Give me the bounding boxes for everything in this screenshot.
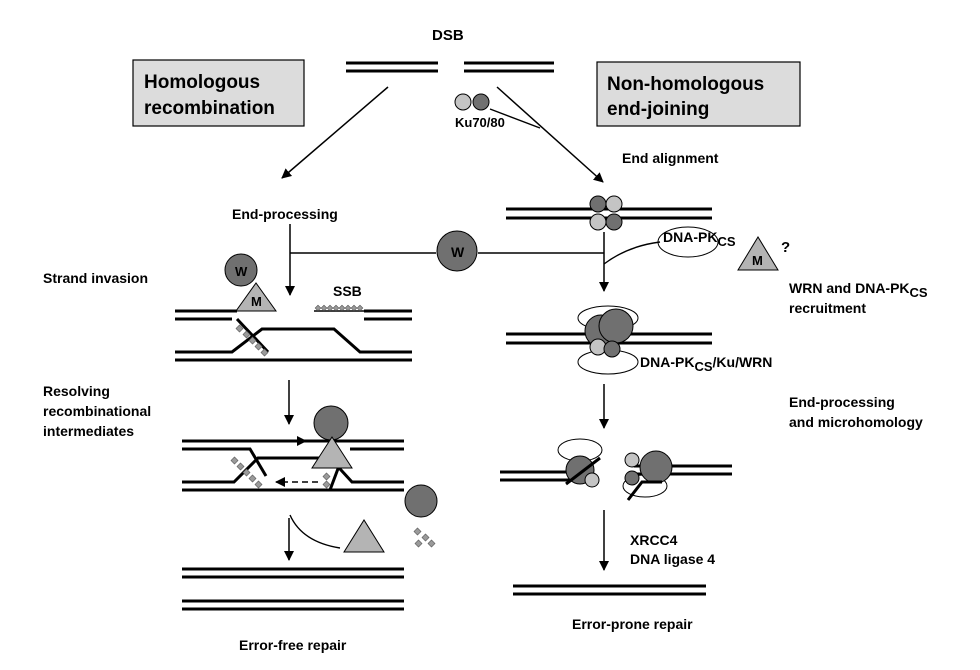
wrn-recruitment-label-2: recruitment bbox=[789, 300, 866, 316]
dsb-title: DSB bbox=[432, 27, 464, 44]
error-free-label: Error-free repair bbox=[239, 637, 347, 653]
dnapk-label: DNA-PKCS bbox=[663, 229, 736, 249]
ssb-proteins bbox=[314, 304, 364, 312]
wrn-center-letter: W bbox=[451, 244, 465, 260]
strand-invasion-label: Strand invasion bbox=[43, 270, 148, 286]
ligase-label: DNA ligase 4 bbox=[630, 551, 715, 567]
nhej-title-line1: Non-homologous bbox=[607, 74, 764, 95]
strand-invasion-dna bbox=[175, 309, 412, 362]
complex-label: DNA-PKCS/Ku/WRN bbox=[640, 354, 772, 374]
ku-label: Ku70/80 bbox=[455, 115, 505, 130]
microhomology-right-end bbox=[622, 450, 732, 501]
microhomology-left-end bbox=[500, 438, 603, 488]
arrow-to-nhej bbox=[496, 86, 604, 183]
arrow-to-hr bbox=[281, 86, 389, 179]
xrcc4-label: XRCC4 bbox=[630, 532, 678, 548]
question-mark: ? bbox=[781, 239, 790, 256]
ssb-on-junction bbox=[230, 456, 331, 489]
end-processing-label: End-processing bbox=[232, 206, 338, 222]
hr-title-line1: Homologous bbox=[144, 72, 260, 93]
mre11-nhej-letter: M bbox=[752, 253, 763, 268]
resolving-label-2: recombinational bbox=[43, 403, 151, 419]
endproc-micro-label-2: and microhomology bbox=[789, 414, 923, 430]
wrn-protein-center: W bbox=[436, 230, 478, 272]
ssb-label: SSB bbox=[333, 283, 362, 299]
nhej-pathway-box: Non-homologous end-joining bbox=[596, 61, 801, 127]
wrn-mre11-at-junction bbox=[311, 405, 353, 469]
aligned-dna-ku bbox=[506, 195, 712, 231]
hr-repaired-dna bbox=[182, 567, 404, 611]
hr-pathway-box: Homologous recombination bbox=[132, 59, 305, 127]
broken-dna-top bbox=[346, 61, 554, 73]
error-prone-label: Error-prone repair bbox=[572, 616, 693, 632]
ku-heterodimer-top bbox=[454, 93, 541, 129]
end-alignment-label: End alignment bbox=[622, 150, 719, 166]
wrn-hr-letter: W bbox=[235, 264, 248, 279]
hr-title-line2: recombination bbox=[144, 98, 275, 119]
release-curve bbox=[289, 514, 341, 549]
mre11-hr-letter: M bbox=[251, 294, 262, 309]
dnapk-ku-wrn-complex bbox=[506, 305, 712, 375]
ssb-on-invading-strand bbox=[235, 324, 269, 357]
released-proteins bbox=[343, 484, 438, 553]
resolving-label-1: Resolving bbox=[43, 383, 110, 399]
wrn-recruitment-label-1: WRN and DNA-PKCS bbox=[789, 280, 928, 300]
dnapk-cs-subunit bbox=[603, 226, 719, 265]
nhej-repaired-dna bbox=[513, 584, 706, 596]
resolving-label-3: intermediates bbox=[43, 423, 134, 439]
endproc-micro-label-1: End-processing bbox=[789, 394, 895, 410]
nhej-title-line2: end-joining bbox=[607, 99, 709, 120]
mre11-nhej: M bbox=[737, 236, 779, 271]
wrn-mre11-complex: W M bbox=[224, 253, 277, 312]
